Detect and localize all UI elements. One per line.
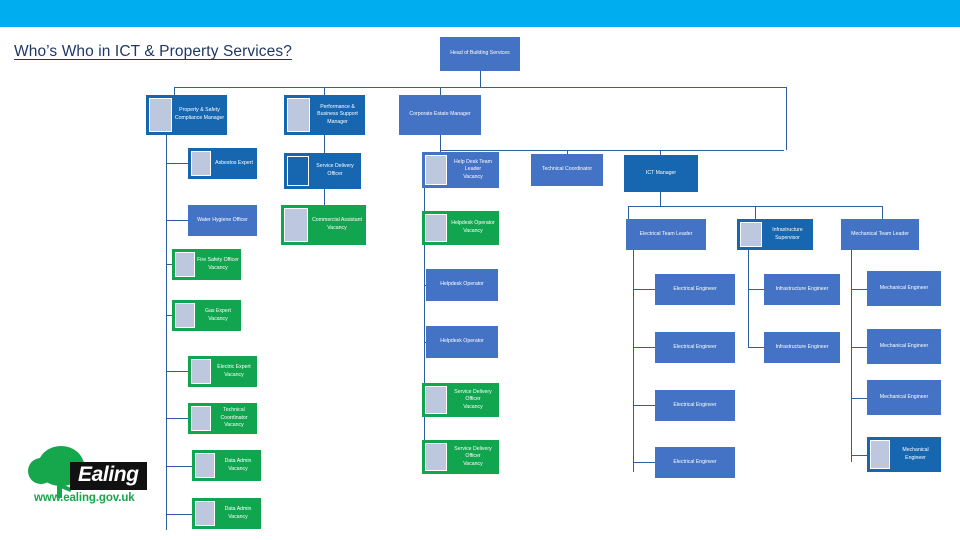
node-electrical-engineer-2[interactable]: Electrical Engineer (655, 332, 735, 363)
node-gas-expert[interactable]: Gas Expert Vacancy (172, 300, 241, 331)
node-label: Fire Safety Officer Vacancy (197, 256, 239, 271)
node-label: Mechanical Engineer (879, 284, 929, 291)
node-label: Electrical Engineer (673, 343, 717, 350)
node-label: Help Desk Team Leader Vacancy (454, 158, 492, 180)
node-fire-safety-officer[interactable]: Fire Safety Officer Vacancy (172, 249, 241, 280)
node-service-delivery-officer-vacancy-1[interactable]: Service Delivery Officer Vacancy (422, 383, 499, 417)
page-title: Who’s Who in ICT & Property Services? (14, 43, 292, 60)
photo-placeholder (191, 359, 211, 384)
photo-placeholder (191, 406, 211, 431)
node-mechanical-engineer-3[interactable]: Mechanical Engineer (867, 380, 941, 415)
photo-placeholder (425, 155, 447, 185)
top-banner (0, 0, 960, 27)
node-label: Infrastructure Engineer (775, 285, 829, 292)
photo-placeholder (425, 214, 447, 242)
node-label: Corporate Estate Manager (409, 111, 471, 118)
node-mechanical-engineer-1[interactable]: Mechanical Engineer (867, 271, 941, 306)
node-label: Electrical Team Leader (639, 230, 693, 237)
node-data-admin-2[interactable]: Data Admin Vacancy (192, 498, 261, 529)
node-label: ICT Manager (645, 169, 677, 176)
node-commercial-assistant[interactable]: Commercial Assistant Vacancy (281, 205, 366, 245)
node-electrical-engineer-1[interactable]: Electrical Engineer (655, 274, 735, 305)
photo-placeholder (175, 252, 195, 277)
node-service-delivery-officer-lead[interactable]: Service Delivery Officer (284, 153, 361, 189)
photo-placeholder (425, 443, 447, 471)
node-label: Gas Expert Vacancy (205, 307, 231, 322)
node-electric-expert[interactable]: Electric Expert Vacancy (188, 356, 257, 387)
node-label: Head of Building Services (450, 50, 510, 57)
node-label: Electrical Engineer (673, 285, 717, 292)
node-label: Infrastructure Engineer (775, 343, 829, 350)
node-technical-coordinator[interactable]: Technical Coordinator (531, 154, 603, 186)
node-helpdesk-operator-1[interactable]: Helpdesk Operator Vacancy (422, 211, 499, 245)
photo-placeholder (287, 156, 309, 186)
node-label: Mechanical Engineer (902, 446, 929, 461)
node-label: Helpdesk Operator Vacancy (451, 220, 495, 234)
node-label: Electrical Engineer (673, 458, 717, 465)
node-mechanical-engineer-2[interactable]: Mechanical Engineer (867, 329, 941, 364)
tree-trunk-icon (57, 478, 62, 498)
node-label: Data Admin Vacancy (224, 457, 252, 472)
photo-placeholder (195, 453, 215, 478)
node-label: Helpdesk Operator (440, 338, 484, 345)
ealing-logo: Ealing www.ealing.gov.uk (22, 444, 172, 516)
photo-placeholder (195, 501, 215, 526)
node-corporate-estate-manager[interactable]: Corporate Estate Manager (399, 95, 481, 135)
node-service-delivery-officer-vacancy-2[interactable]: Service Delivery Officer Vacancy (422, 440, 499, 474)
photo-placeholder (287, 98, 310, 132)
node-asbestos-expert[interactable]: Asbestos Expert (188, 148, 257, 179)
photo-placeholder (425, 386, 447, 414)
node-data-admin-1[interactable]: Data Admin Vacancy (192, 450, 261, 481)
node-label: Helpdesk Operator (440, 281, 484, 288)
node-label: Performance & Business Support Manager (317, 103, 358, 125)
logo-url: www.ealing.gov.uk (34, 492, 135, 504)
node-label: Service Delivery Officer Vacancy (454, 445, 492, 467)
node-label: Mechanical Team Leader (851, 230, 909, 237)
node-label: Technical Coordinator Vacancy (220, 407, 248, 429)
node-label: Water Hygiene Officer (197, 216, 248, 223)
node-infrastructure-engineer-2[interactable]: Infrastructure Engineer (764, 332, 840, 363)
node-mechanical-team-leader[interactable]: Mechanical Team Leader (841, 219, 919, 250)
node-helpdesk-operator-2[interactable]: Helpdesk Operator (426, 269, 498, 301)
photo-placeholder (191, 151, 211, 176)
node-ict-manager[interactable]: ICT Manager (624, 155, 698, 192)
photo-placeholder (740, 222, 762, 247)
node-technical-coordinator-vacancy[interactable]: Technical Coordinator Vacancy (188, 403, 257, 434)
node-infrastructure-engineer-1[interactable]: Infrastructure Engineer (764, 274, 840, 305)
node-performance-business-support-manager[interactable]: Performance & Business Support Manager (284, 95, 365, 135)
node-electrical-team-leader[interactable]: Electrical Team Leader (626, 219, 706, 250)
node-label: Electric Expert Vacancy (217, 363, 251, 378)
node-infrastructure-supervisor[interactable]: Infrastructure Supervisor (737, 219, 813, 250)
node-helpdesk-operator-3[interactable]: Helpdesk Operator (426, 326, 498, 358)
photo-placeholder (175, 303, 195, 328)
node-label: Property & Safety Compliance Manager (174, 107, 225, 121)
node-label: Data Admin Vacancy (224, 505, 252, 520)
node-label: Infrastructure Supervisor (772, 226, 803, 241)
node-label: Service Delivery Officer (316, 163, 354, 177)
node-label: Electrical Engineer (673, 401, 717, 408)
node-label: Commercial Assistant Vacancy (312, 217, 362, 231)
node-water-hygiene-officer[interactable]: Water Hygiene Officer (188, 205, 257, 236)
node-label: Mechanical Engineer (879, 342, 929, 349)
node-label: Technical Coordinator (541, 166, 593, 173)
node-label: Service Delivery Officer Vacancy (454, 388, 492, 410)
logo-wordmark: Ealing (70, 462, 147, 490)
photo-placeholder (149, 98, 172, 132)
node-label: Mechanical Engineer (879, 393, 929, 400)
node-electrical-engineer-4[interactable]: Electrical Engineer (655, 447, 735, 478)
node-head-of-building-services[interactable]: Head of Building Services (440, 37, 520, 71)
node-electrical-engineer-3[interactable]: Electrical Engineer (655, 390, 735, 421)
node-mechanical-engineer-4[interactable]: Mechanical Engineer (867, 437, 941, 472)
node-property-safety-compliance-manager[interactable]: Property & Safety Compliance Manager (146, 95, 227, 135)
node-help-desk-team-leader[interactable]: Help Desk Team Leader Vacancy (422, 152, 499, 188)
node-label: Asbestos Expert (215, 159, 253, 166)
photo-placeholder (284, 208, 308, 242)
photo-placeholder (870, 440, 890, 469)
